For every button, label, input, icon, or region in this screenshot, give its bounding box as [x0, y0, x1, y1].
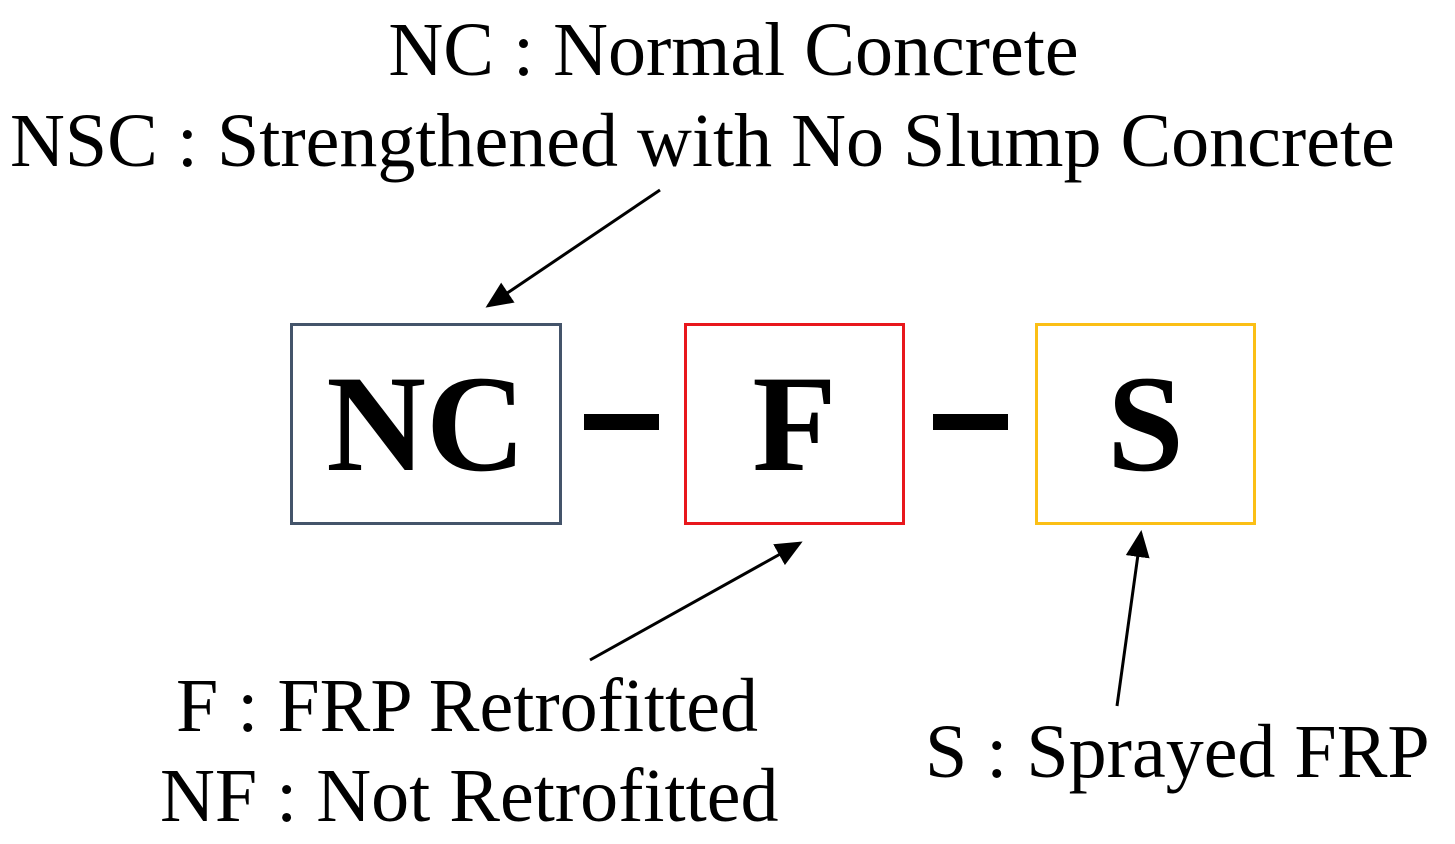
- concrete-legend-nc: NC : Normal Concrete: [388, 8, 1079, 92]
- concrete-code-label: NC: [326, 347, 526, 500]
- separator-dash: [584, 414, 659, 430]
- retrofit-code-label: F: [752, 347, 837, 500]
- concrete-legend-nsc: NSC : Strengthened with No Slump Concret…: [10, 99, 1395, 183]
- retrofit-code-box: F: [684, 323, 905, 525]
- arrow-to-concrete-code: [485, 188, 661, 308]
- method-code-box: S: [1035, 323, 1256, 525]
- concrete-code-box: NC: [290, 323, 562, 525]
- retrofit-legend-nf: NF : Not Retrofitted: [160, 754, 779, 838]
- arrow-to-retrofit-code: [589, 541, 803, 662]
- method-legend-s: S : Sprayed FRP: [925, 710, 1430, 794]
- arrow-to-method-code: [1115, 530, 1150, 707]
- separator-dash: [933, 414, 1008, 430]
- method-code-label: S: [1107, 347, 1184, 500]
- retrofit-legend-f: F : FRP Retrofitted: [176, 664, 759, 748]
